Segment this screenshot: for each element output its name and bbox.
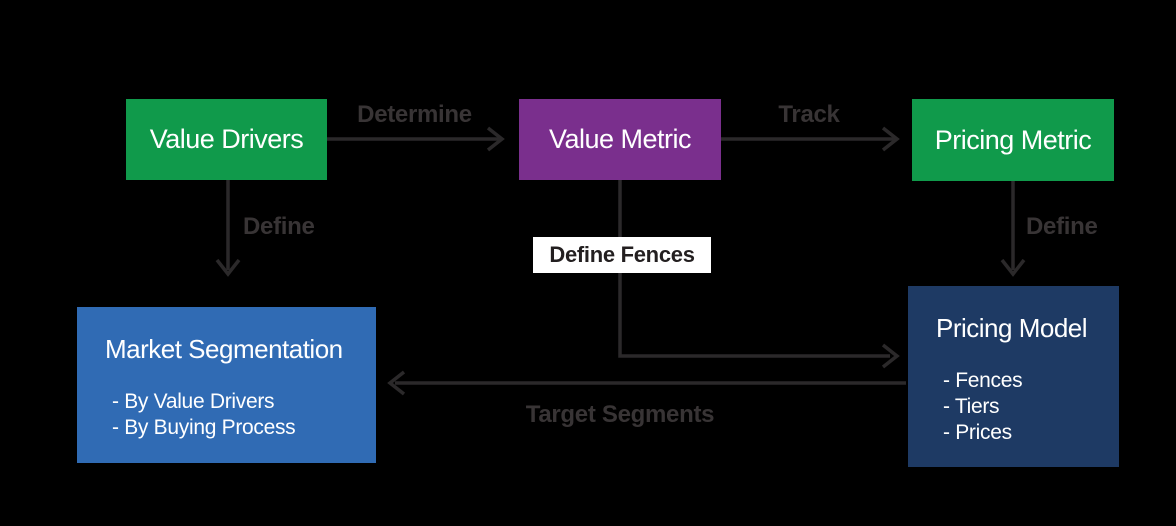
pricing-model-bullet: - Tiers	[943, 395, 1000, 418]
pricing-model-bullet: - Prices	[943, 421, 1012, 444]
determine-arrow	[327, 126, 505, 152]
node-pricing-metric-label: Pricing Metric	[934, 124, 1092, 155]
node-value-metric: Value Metric	[519, 99, 721, 180]
node-value-drivers: Value Drivers	[126, 99, 327, 180]
define-pricing-metric-label: Define	[1026, 213, 1098, 240]
pricing-model-title: Pricing Model	[936, 313, 1088, 343]
track-label: Track	[778, 101, 840, 128]
define-pricing-metric-arrow	[1000, 181, 1026, 277]
define-fences-label: Define Fences	[533, 237, 711, 273]
node-market-segmentation: Market Segmentation - By Value Drivers -…	[77, 307, 376, 463]
node-value-metric-label: Value Metric	[548, 124, 692, 154]
define-value-drivers-label: Define	[243, 213, 315, 240]
target-segments-arrow	[387, 370, 906, 396]
market-segmentation-bullet: - By Value Drivers	[112, 390, 275, 413]
target-segments-label: Target Segments	[525, 401, 715, 428]
define-value-drivers-arrow	[215, 180, 241, 277]
determine-label: Determine	[357, 101, 472, 128]
node-pricing-model: Pricing Model - Fences - Tiers - Prices	[908, 286, 1119, 467]
define-fences-elbow-arrow	[618, 180, 900, 369]
node-value-drivers-label: Value Drivers	[149, 124, 304, 154]
market-segmentation-title: Market Segmentation	[105, 334, 343, 364]
track-arrow	[721, 126, 900, 152]
market-segmentation-bullet: - By Buying Process	[112, 416, 296, 439]
pricing-model-bullet: - Fences	[943, 369, 1023, 392]
node-pricing-metric: Pricing Metric	[912, 99, 1114, 181]
